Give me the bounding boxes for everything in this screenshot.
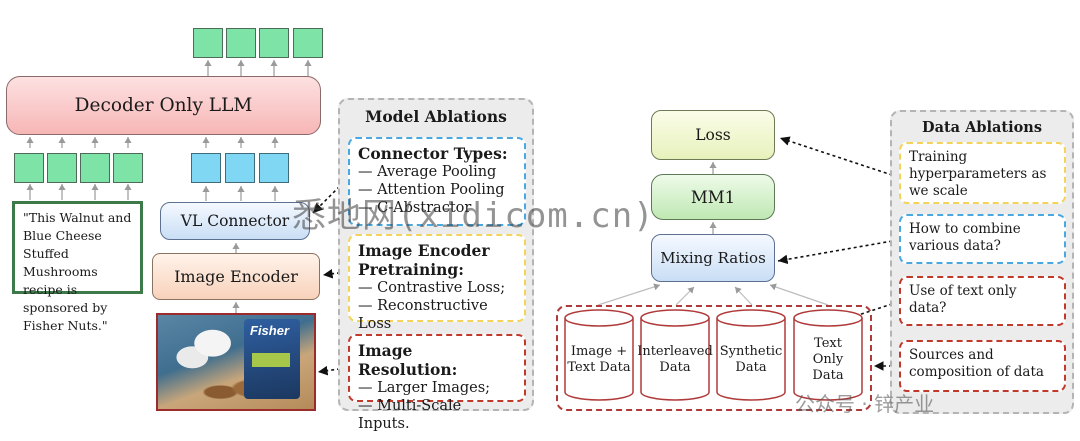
input-photo: Fisher bbox=[156, 313, 316, 411]
data-source-line: Synthetic bbox=[719, 344, 783, 359]
data-source-text-only: Text Only Data bbox=[794, 330, 862, 390]
fisher-bag-image: Fisher bbox=[244, 319, 300, 399]
text-token bbox=[47, 153, 77, 183]
image-resolution-item: — Larger Images; bbox=[358, 380, 491, 396]
image-token-row bbox=[191, 153, 291, 183]
data-ablation-item-sources: Sources and composition of data bbox=[899, 340, 1066, 392]
decoder-only-llm-box: Decoder Only LLM bbox=[6, 76, 321, 135]
watermark-secondary-text: 公众号 · 锌产业 bbox=[795, 392, 935, 416]
data-ablation-text: Use of text only data? bbox=[909, 283, 1017, 316]
mixing-ratios-box: Mixing Ratios bbox=[651, 234, 775, 282]
image-token bbox=[225, 153, 255, 183]
data-source-line: Data bbox=[812, 368, 844, 383]
output-token-row bbox=[193, 28, 328, 58]
output-token bbox=[259, 28, 289, 58]
data-source-synthetic: Synthetic Data bbox=[717, 335, 785, 385]
mm1-label: MM1 bbox=[690, 187, 736, 207]
vl-connector-label: VL Connector bbox=[180, 212, 290, 230]
text-token bbox=[113, 153, 143, 183]
image-resolution-card: Image Resolution: — Larger Images; — Mul… bbox=[348, 334, 526, 432]
image-encoder-pretraining-card: Image Encoder Pretraining: — Contrastive… bbox=[348, 234, 526, 332]
image-resolution-title: Image Resolution: bbox=[358, 341, 458, 379]
text-token bbox=[14, 153, 44, 183]
data-source-line: Only bbox=[812, 352, 844, 367]
data-ablation-item-hyperparameters: Training hyperparameters as we scale bbox=[899, 142, 1066, 204]
text-token-row bbox=[14, 153, 149, 183]
mm1-box: MM1 bbox=[651, 174, 775, 220]
watermark-text: 悉地网(xidicom.cn) bbox=[292, 196, 655, 236]
data-source-interleaved: Interleaved Data bbox=[637, 335, 713, 385]
vl-connector-box: VL Connector bbox=[160, 202, 310, 240]
text-token bbox=[80, 153, 110, 183]
image-resolution-item: — Multi-Scale Inputs. bbox=[358, 398, 462, 432]
connector-type-item: — C-Abstractor bbox=[358, 200, 472, 216]
connector-type-item: — Average Pooling bbox=[358, 164, 497, 180]
data-source-line: Data bbox=[735, 360, 767, 375]
data-ablation-item-text-only: Use of text only data? bbox=[899, 276, 1066, 326]
image-token bbox=[191, 153, 221, 183]
data-ablation-text: How to combine various data? bbox=[909, 221, 1021, 254]
caption-text-box: "This Walnut and Blue Cheese Stuffed Mus… bbox=[12, 201, 143, 333]
data-source-line: Interleaved bbox=[637, 344, 713, 359]
data-source-line: Image + bbox=[570, 344, 628, 359]
data-source-line: Data bbox=[659, 360, 691, 375]
model-ablations-title: Model Ablations bbox=[365, 107, 507, 126]
output-token bbox=[226, 28, 256, 58]
data-ablation-text: Training hyperparameters as we scale bbox=[909, 149, 1047, 199]
data-source-line: Text bbox=[814, 336, 842, 351]
connector-types-title: Connector Types: bbox=[358, 144, 508, 163]
image-encoder-label: Image Encoder bbox=[174, 267, 298, 286]
connector-type-item: — Attention Pooling bbox=[358, 182, 505, 198]
caption-text: "This Walnut and Blue Cheese Stuffed Mus… bbox=[23, 210, 132, 333]
output-token bbox=[193, 28, 223, 58]
image-token bbox=[259, 153, 289, 183]
data-ablations-title: Data Ablations bbox=[922, 119, 1042, 136]
connector-types-card: Connector Types: — Average Pooling — Att… bbox=[348, 137, 526, 226]
pretraining-title-line2: Pretraining: bbox=[358, 260, 464, 279]
data-ablation-item-combine: How to combine various data? bbox=[899, 214, 1066, 264]
mixing-ratios-label: Mixing Ratios bbox=[660, 249, 766, 267]
data-source-image-text: Image + Text Data bbox=[565, 335, 633, 385]
decoder-label: Decoder Only LLM bbox=[74, 95, 253, 116]
pretraining-item: — Reconstructive Loss bbox=[358, 298, 488, 332]
data-ablation-text: Sources and composition of data bbox=[909, 347, 1044, 380]
image-encoder-box: Image Encoder bbox=[152, 253, 320, 300]
data-sources-container bbox=[556, 305, 872, 411]
loss-box: Loss bbox=[651, 110, 775, 160]
output-token bbox=[293, 28, 323, 58]
bag-label-patch bbox=[252, 353, 290, 367]
pretraining-title-line1: Image Encoder bbox=[358, 241, 490, 260]
fisher-brand-text: Fisher bbox=[250, 323, 290, 338]
data-source-line: Text Data bbox=[567, 360, 631, 375]
pretraining-item: — Contrastive Loss; bbox=[358, 280, 506, 296]
loss-label: Loss bbox=[695, 126, 731, 144]
